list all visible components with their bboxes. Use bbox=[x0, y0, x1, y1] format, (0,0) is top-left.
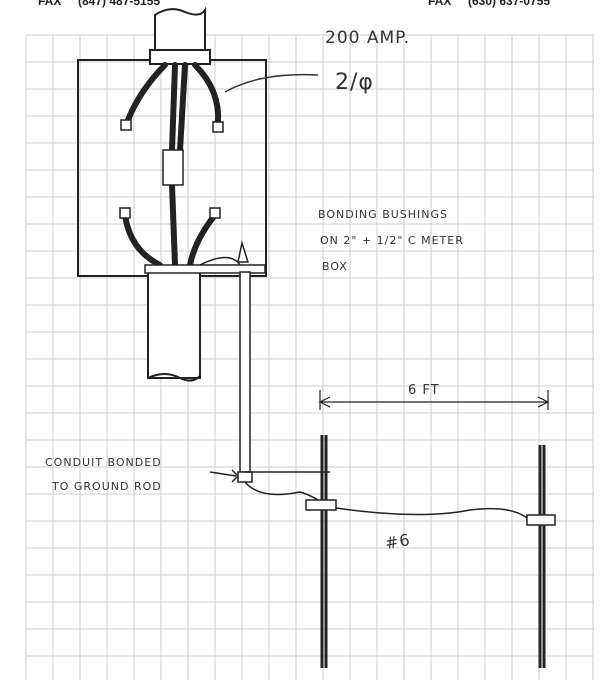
fax-left: FAX (847) 487-5155 bbox=[38, 0, 161, 8]
leader-line bbox=[224, 73, 319, 93]
service-label: 200 AMP. bbox=[325, 28, 411, 48]
distance-label: 6 FT bbox=[408, 383, 440, 398]
wires bbox=[122, 62, 222, 268]
dimension-line bbox=[318, 390, 550, 410]
fax-right: FAX (630) 637-0755 bbox=[428, 0, 551, 8]
bushings-label-3: BOX bbox=[322, 260, 348, 273]
conduit-and-ground bbox=[199, 256, 330, 501]
bushings-label-2: ON 2" + 1/2" C METER bbox=[320, 234, 464, 247]
phase-label: 2/φ bbox=[335, 70, 374, 95]
ground-clamps bbox=[305, 499, 556, 526]
conduit-label-1: CONDUIT BONDED bbox=[45, 456, 162, 469]
bushings-label-1: BONDING BUSHINGS bbox=[318, 208, 449, 221]
ground-rods bbox=[320, 435, 546, 668]
graph-paper-grid bbox=[25, 34, 594, 680]
conduit-label-2: TO GROUND ROD bbox=[52, 480, 162, 493]
lugs bbox=[119, 119, 266, 274]
service-mast bbox=[147, 6, 211, 382]
